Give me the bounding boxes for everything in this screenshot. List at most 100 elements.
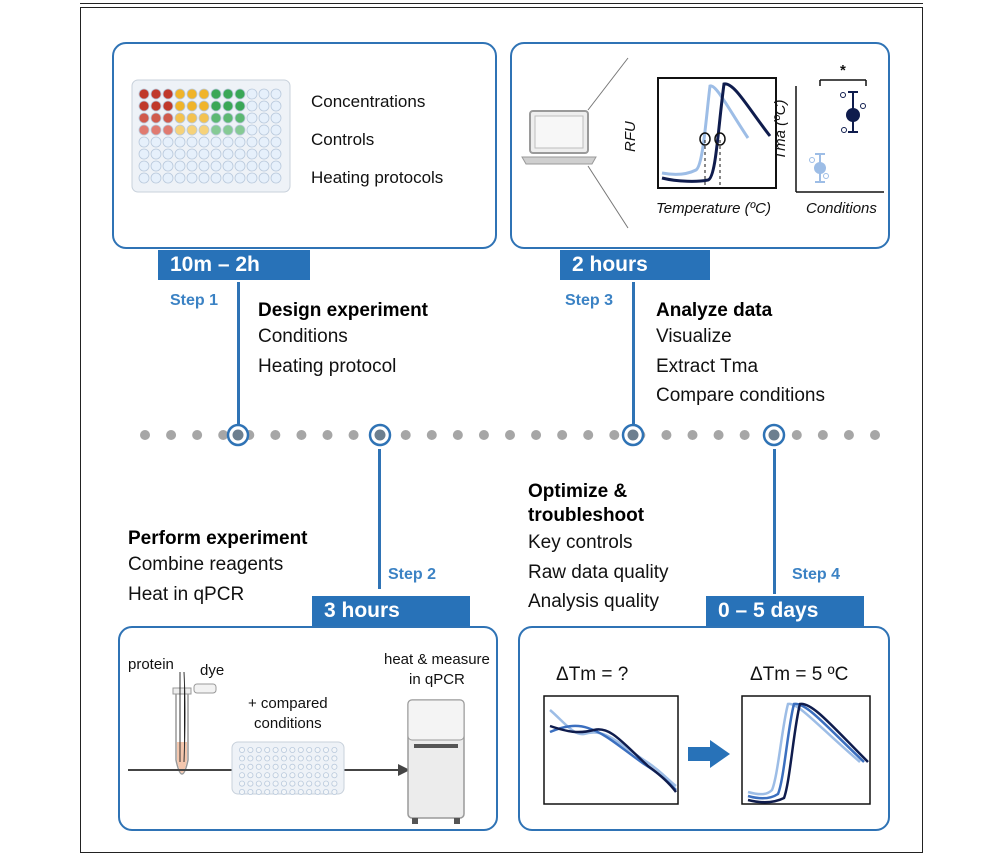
step1-item-heating-protocols: Heating protocols [311,168,444,187]
plate-well [198,172,210,184]
step2-line-combine: Combine reagents [128,554,284,575]
plate-well [270,160,282,172]
timeline-dot [400,430,411,440]
plate-well [162,112,174,124]
timeline-dot [322,430,333,440]
plate-well [264,789,271,796]
timeline-dot [687,430,698,440]
plate-well [138,112,150,124]
timeline-dot [218,430,229,440]
plate-well [270,100,282,112]
plate-well [255,780,262,787]
timeline-dot [791,430,802,440]
plate-well [174,160,186,172]
plate-well [323,772,330,779]
plate-well [239,747,245,753]
plate-well [239,772,245,779]
step2-line-heat: Heat in qPCR [128,584,245,605]
step3-connector [632,282,635,427]
plate-well [138,172,150,184]
plate-well [222,148,234,160]
plate-well [210,124,222,136]
plate-well [162,124,174,136]
plate-well [222,160,234,172]
plate-well [297,755,304,762]
plate-well [246,88,258,100]
rfu-plot [657,77,777,189]
timeline-dot [739,430,750,440]
plate-well [174,100,186,112]
plate-well [272,789,279,796]
tma-comparison-plot [795,79,884,193]
plate-well [239,755,245,762]
plate-well [222,100,234,112]
plate-well [247,747,254,753]
plate-well [297,763,304,770]
plate-well [174,136,186,148]
plate-well [258,136,270,148]
step4-connector [773,449,776,594]
timeline-dot [192,430,203,440]
plate-well [162,88,174,100]
plate-well [272,772,279,779]
step2-connector [378,449,381,589]
timeline-dot [609,430,620,440]
plate-well [314,772,321,779]
plate-well [314,789,321,796]
plate-well [297,747,304,753]
plate-well [186,100,198,112]
plate-well [281,755,288,762]
plate-well [210,88,222,100]
timeline-dots [140,423,880,447]
plate-well [186,160,198,172]
zoom-lines [587,57,629,229]
plate-well [234,172,246,184]
plate-well [174,172,186,184]
step2-label: Step 2 [388,566,437,583]
plate-well [264,763,271,770]
plate-well [222,124,234,136]
plate-well [198,148,210,160]
plate-well [281,789,288,796]
plate-well [331,789,338,796]
plate-well [150,148,162,160]
plate-well [138,100,150,112]
plate-well [186,172,198,184]
plate-well [272,755,279,762]
plate-well [264,780,271,787]
plate-well [270,112,282,124]
plate-well [247,763,254,770]
timeline-milestone-dot [232,429,244,441]
dye-label: dye [200,662,225,679]
plate-well [222,88,234,100]
step3-label: Step 3 [565,292,614,309]
plate-well [150,112,162,124]
plate-well [255,763,262,770]
step4-duration-tab: 0 – 5 days [706,596,864,626]
96-well-plate [231,741,345,796]
plate-well [258,100,270,112]
temperature-axis-label: Temperature (ºC) [656,200,771,217]
step2-title: Perform experiment [128,528,308,549]
plate-well [239,780,245,787]
delta-tm-after-label: ΔTm = 5 ºC [750,664,849,685]
plate-well [314,763,321,770]
step3-duration-tab: 2 hours [560,250,710,280]
timeline-dot [843,430,854,440]
well-plate-illustration [131,79,291,193]
plate-well [162,100,174,112]
plate-well [323,747,330,753]
step3-line-extract: Extract Tma [656,356,759,377]
timeline-dot [452,430,463,440]
delta-tm-before-label: ΔTm = ? [556,664,629,685]
plate-well [272,780,279,787]
plate-well [272,763,279,770]
plate-well [198,88,210,100]
step1-line-heating: Heating protocol [258,356,397,377]
plate-well [198,112,210,124]
plate-well [150,136,162,148]
plate-well [138,136,150,148]
plate-well [255,789,262,796]
timeline-dot [348,430,359,440]
plate-well [234,160,246,172]
